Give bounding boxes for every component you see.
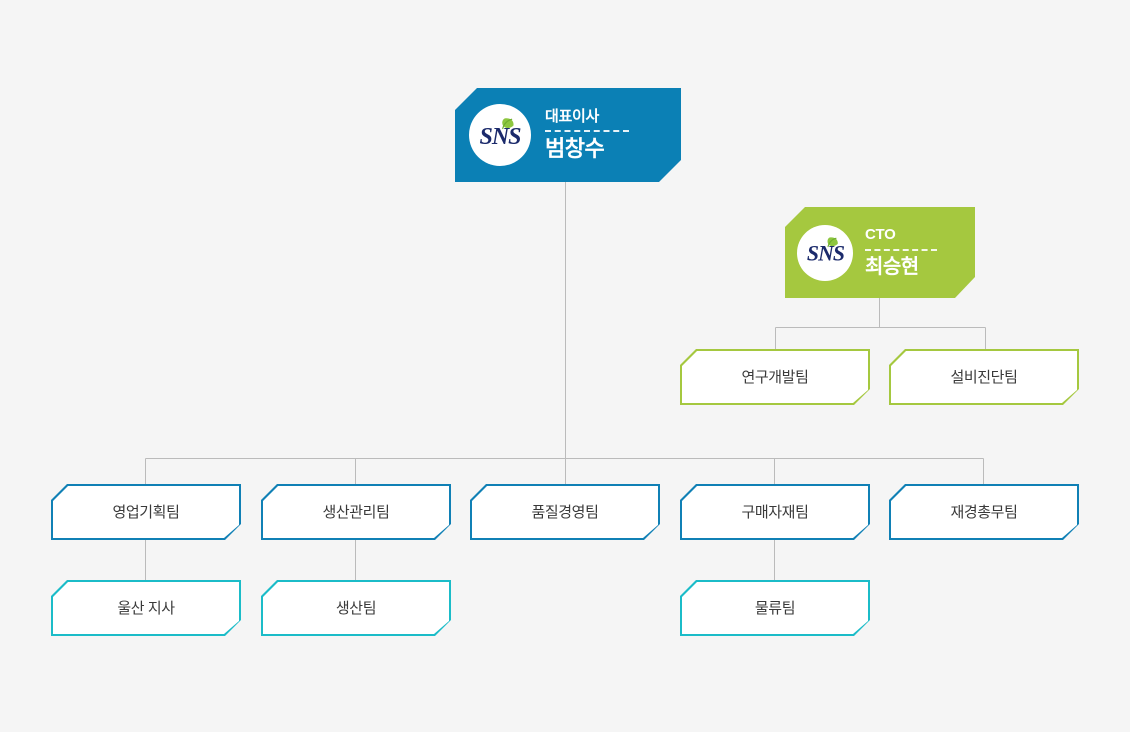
exec-name-cto: 최승현 bbox=[865, 255, 919, 278]
team-label: 물류팀 bbox=[754, 599, 796, 617]
team-box-ulsan-branch[interactable]: 울산 지사 bbox=[51, 580, 241, 636]
exec-divider-cto bbox=[865, 249, 937, 251]
team-label: 영업기획팀 bbox=[112, 503, 180, 521]
team-box-fill bbox=[53, 486, 239, 538]
team-box-fill bbox=[263, 486, 449, 538]
exec-divider-ceo bbox=[545, 130, 629, 132]
team-box-fill bbox=[53, 582, 239, 634]
team-box-fill bbox=[891, 351, 1077, 403]
team-box-logistics[interactable]: 물류팀 bbox=[680, 580, 870, 636]
svg-text:SNS: SNS bbox=[479, 124, 521, 150]
exec-role-cto: CTO bbox=[865, 226, 896, 244]
team-label: 연구개발팀 bbox=[741, 368, 809, 386]
team-box-rnd[interactable]: 연구개발팀 bbox=[680, 349, 870, 405]
team-box-finance-admin[interactable]: 재경총무팀 bbox=[889, 484, 1079, 540]
sns-logo-icon: SNS bbox=[469, 104, 531, 166]
team-box-production-mgmt[interactable]: 생산관리팀 bbox=[261, 484, 451, 540]
team-label: 생산팀 bbox=[335, 599, 377, 617]
team-box-fill bbox=[682, 582, 868, 634]
team-label: 설비진단팀 bbox=[950, 368, 1018, 386]
team-box-facility[interactable]: 설비진단팀 bbox=[889, 349, 1079, 405]
exec-card-cto[interactable]: SNS CTO 최승현 bbox=[785, 207, 975, 298]
exec-card-ceo[interactable]: SNS 대표이사 범창수 bbox=[455, 88, 681, 182]
team-box-quality-mgmt[interactable]: 품질경영팀 bbox=[470, 484, 660, 540]
team-box-fill bbox=[682, 486, 868, 538]
team-box-purchasing[interactable]: 구매자재팀 bbox=[680, 484, 870, 540]
team-box-sales-planning[interactable]: 영업기획팀 bbox=[51, 484, 241, 540]
team-box-fill bbox=[472, 486, 658, 538]
exec-name-ceo: 범창수 bbox=[545, 136, 605, 162]
team-label: 울산 지사 bbox=[117, 599, 175, 617]
team-label: 품질경영팀 bbox=[531, 503, 599, 521]
team-label: 생산관리팀 bbox=[322, 503, 390, 521]
team-box-fill bbox=[891, 486, 1077, 538]
team-label: 구매자재팀 bbox=[741, 503, 809, 521]
team-box-fill bbox=[682, 351, 868, 403]
team-box-fill bbox=[263, 582, 449, 634]
team-label: 재경총무팀 bbox=[950, 503, 1018, 521]
exec-text-ceo: 대표이사 범창수 bbox=[545, 109, 629, 162]
team-box-production[interactable]: 생산팀 bbox=[261, 580, 451, 636]
exec-text-cto: CTO 최승현 bbox=[865, 227, 937, 278]
sns-logo-icon: SNS bbox=[797, 225, 853, 281]
svg-text:SNS: SNS bbox=[806, 242, 844, 266]
exec-role-ceo: 대표이사 bbox=[545, 107, 600, 125]
